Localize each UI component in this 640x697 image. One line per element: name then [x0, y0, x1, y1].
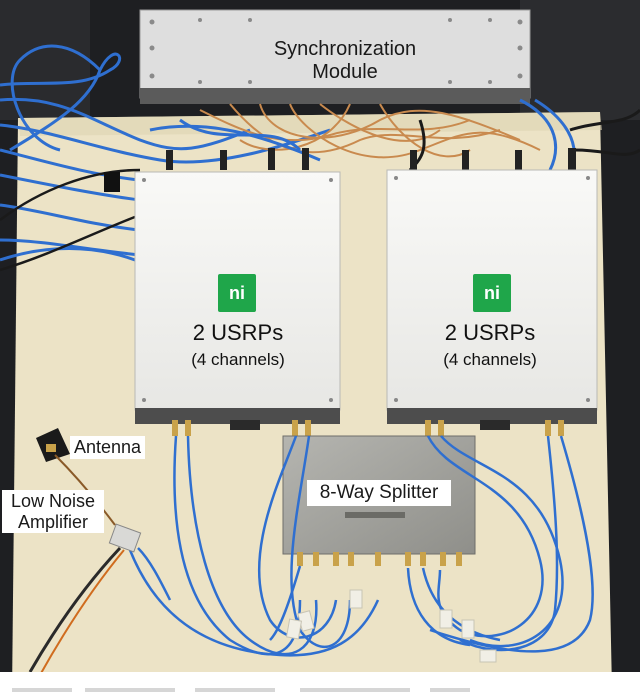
- usrp-right-label: 2 USRPs (4 channels): [420, 320, 560, 370]
- splitter-label: 8-Way Splitter: [307, 480, 451, 506]
- lna-output-cable: [137, 547, 172, 601]
- splitter-output-connectors: [297, 552, 462, 566]
- cable-tags: [285, 589, 497, 663]
- caption-remnants: [12, 688, 470, 692]
- usrp-front-connectors: [172, 420, 564, 436]
- left-black-cables: [0, 168, 141, 272]
- top-connectors: [166, 148, 576, 170]
- usrp-right-subtitle: (4 channels): [443, 350, 537, 369]
- usrp-left-subtitle: (4 channels): [191, 350, 285, 369]
- usrp-right-title: 2 USRPs: [444, 320, 536, 345]
- usrp-left-title: 2 USRPs: [192, 320, 284, 345]
- board-edge: [18, 112, 602, 136]
- background-shadow-right: [520, 0, 640, 120]
- bottom-caption-strip: [0, 672, 640, 697]
- usrp-right-screws: [394, 176, 590, 402]
- sync-module-label: Synchronization Module: [273, 38, 417, 83]
- splitter-serial-plate: [345, 512, 405, 518]
- antenna-contact: [46, 444, 56, 452]
- ni-logo-icon-right: ni: [473, 274, 511, 312]
- sync-module-screws: [149, 18, 523, 84]
- lna-label: Low Noise Amplifier: [2, 490, 104, 534]
- lna-power-cable-black: [28, 546, 122, 673]
- antenna-label: Antenna: [70, 436, 146, 459]
- cable-tie: [104, 172, 120, 192]
- sync-module-body: [139, 9, 531, 99]
- usrp-right-port: [480, 420, 510, 430]
- ni-logo-icon-left: ni: [218, 274, 256, 312]
- sync-module-front: [140, 88, 530, 104]
- lna-body: [108, 523, 142, 553]
- lna-power-cable-orange: [39, 549, 125, 676]
- usrp-left-label: 2 USRPs (4 channels): [168, 320, 308, 370]
- usrp-left-port: [230, 420, 260, 430]
- usrp-left-screws: [142, 178, 333, 402]
